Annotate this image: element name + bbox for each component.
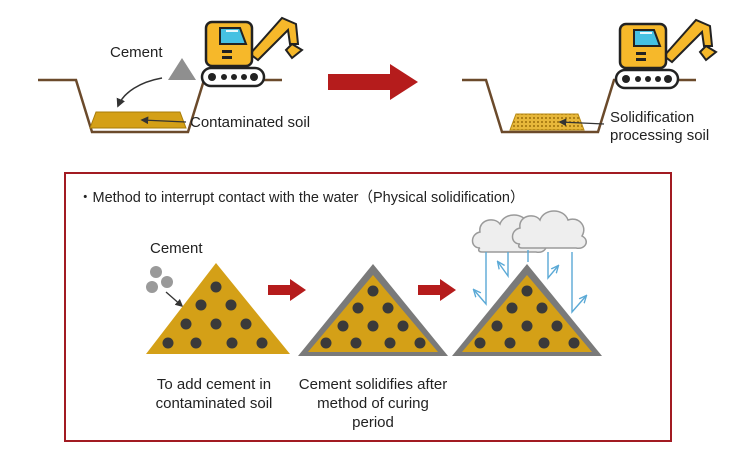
processed-soil-label-line2: processing soil [610, 127, 710, 144]
method-heading: ・Method to interrupt contact with the wa… [78, 190, 525, 206]
excavator-icon [200, 16, 304, 88]
process-arrow-big [328, 64, 418, 100]
method-cement-label: Cement [150, 240, 203, 257]
process-arrow-small-2 [418, 279, 456, 301]
contaminated-soil-layer [89, 111, 187, 129]
caption-step-1: To add cement in contaminated soil [155, 376, 273, 412]
contaminated-soil-label: Contaminated soil [190, 114, 311, 131]
cement-pile-icon [168, 58, 196, 80]
soil-pile-mixing [146, 263, 290, 354]
processed-soil-label-line1: Solidification [610, 109, 695, 126]
soil-pile-rain [452, 264, 602, 356]
cement-particles [146, 266, 173, 293]
method-panel [64, 172, 672, 442]
process-arrow-small-1 [268, 279, 306, 301]
water-arrow-icon [474, 250, 586, 314]
soil-pile-cured [298, 264, 448, 356]
cement-pointer [116, 77, 163, 108]
excavator-icon [614, 18, 718, 90]
cement-label: Cement [110, 44, 163, 61]
soil-pointer [140, 116, 187, 125]
caption-step-2: Cement solidifies after method of curing… [298, 376, 448, 431]
cement-add-pointer [165, 291, 184, 308]
processed-soil-pointer [558, 118, 605, 127]
